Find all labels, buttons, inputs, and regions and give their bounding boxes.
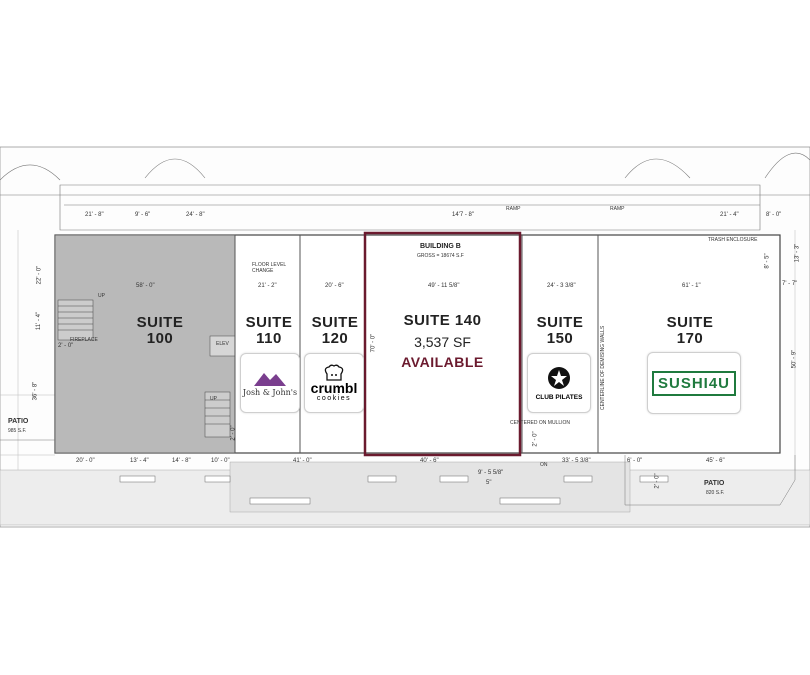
- suite-140-label[interactable]: SUITE 140 3,537 SF AVAILABLE: [370, 312, 515, 371]
- dim-2: 9' - 6": [135, 212, 151, 218]
- suite-100-number: 100: [146, 330, 174, 347]
- suite-140-status: AVAILABLE: [401, 354, 484, 370]
- demising-walls: [234, 235, 599, 453]
- johns-text: John's: [272, 387, 298, 397]
- dim-10: 49' - 11 5/8": [428, 283, 460, 289]
- sushi-text: SUSHI4U: [651, 370, 737, 396]
- dim-29: 6' - 0": [627, 458, 643, 464]
- dim-11: 24' - 3 3/8": [547, 283, 576, 289]
- suite-100-title: SUITE: [136, 314, 184, 331]
- amp-text: &: [262, 387, 270, 397]
- ramp-label-1: RAMP: [506, 206, 521, 212]
- chef-hat-icon: [324, 364, 344, 381]
- dim-14: 22' - 0": [36, 265, 43, 285]
- dim-3: 24' - 8": [186, 212, 205, 218]
- dim-4: 14'7 - 8": [452, 212, 474, 218]
- dim-7: 58' - 0": [136, 283, 155, 289]
- cookies-text: cookies: [316, 395, 352, 402]
- club-pilates-text: CLUB PILATES: [535, 393, 583, 401]
- demising-label: CENTERLINE OF DEMISING WALLS: [600, 325, 606, 410]
- suite-170-title: SUITE: [666, 314, 714, 331]
- suite-120-title: SUITE: [311, 314, 359, 331]
- suite-150-label: SUITE 150: [525, 315, 595, 347]
- patio-left-label: PATIO: [8, 418, 29, 425]
- fireplace-label: FIREPLACE: [70, 337, 98, 343]
- dim-19: 2' - 0": [230, 425, 237, 441]
- dim-22: 13' - 4": [130, 458, 149, 464]
- up-label-1: UP: [98, 293, 105, 299]
- dim-6: 8' - 0": [766, 212, 782, 218]
- dim-9: 20' - 6": [325, 283, 344, 289]
- building-title: BUILDING B: [420, 243, 461, 250]
- dim-32: 50' - 9": [791, 349, 798, 369]
- suite-150-number: 150: [546, 330, 574, 347]
- stairs: [57, 299, 236, 438]
- suite-120-label: SUITE 120: [304, 315, 366, 347]
- dim-18: 70' - 0": [370, 333, 377, 353]
- building-gross: GROSS = 18674 S.F: [417, 253, 464, 259]
- dim-15: 11' - 4": [36, 311, 43, 331]
- storefront-windows: [119, 475, 669, 505]
- crumbl-text: crumbl: [310, 380, 358, 396]
- patio-left-sf: 985 S.F.: [8, 428, 27, 434]
- dim-24: 10' - 0": [211, 458, 230, 464]
- mountain-icon: [254, 372, 286, 386]
- patio-right-sf: 820 S.F.: [706, 490, 725, 496]
- trash-label: TRASH ENCLOSURE: [708, 237, 758, 243]
- suite-110-title: SUITE: [245, 314, 293, 331]
- dim-35: 5": [486, 480, 492, 486]
- dim-5: 21' - 4": [720, 212, 739, 218]
- pilates-star-icon: [548, 366, 570, 389]
- on-label: ON: [540, 462, 548, 468]
- crumbl-logo: crumbl cookies: [304, 353, 364, 413]
- sidewalk: [0, 461, 810, 526]
- suite-120-number: 120: [321, 330, 349, 347]
- suite-140-outline: [363, 231, 522, 457]
- patio-right-label: PATIO: [704, 480, 725, 487]
- elev-label: ELEV: [216, 341, 229, 347]
- dim-20: 2' - 0": [532, 431, 539, 447]
- suite-170-label: SUITE 170: [650, 315, 730, 347]
- suite-100-label: SUITE 100: [120, 315, 200, 347]
- dim-31: 2' - 0": [654, 473, 661, 489]
- centered-label: CENTERED ON MULLION: [510, 420, 571, 426]
- dim-27: 9' - 5 5/8": [478, 470, 504, 476]
- floor-level-change: FLOOR LEVEL CHANGE: [252, 262, 286, 274]
- dim-13: 7' - 7": [782, 281, 798, 287]
- suite-170-number: 170: [676, 330, 704, 347]
- dim-21: 20' - 0": [76, 458, 95, 464]
- dim-1: 21' - 8": [85, 212, 104, 218]
- dim-28: 33' - 5 3/8": [562, 458, 591, 464]
- suite-140-area: 3,537 SF: [414, 334, 471, 350]
- dim-12: 61' - 1": [682, 283, 701, 289]
- dim-25: 41' - 0": [293, 458, 312, 464]
- dim-30: 45' - 6": [706, 458, 725, 464]
- club-pilates-logo: CLUB PILATES: [527, 353, 591, 413]
- ramp-label-2: RAMP: [610, 206, 625, 212]
- dim-17: 36' - 8": [32, 381, 39, 401]
- up-label-2: UP: [210, 396, 217, 402]
- josh-text: Josh: [242, 387, 261, 397]
- dim-34: 8' - 5": [764, 253, 771, 269]
- dim-8: 21' - 2": [258, 283, 277, 289]
- suite-140-title: SUITE 140: [403, 312, 482, 329]
- suite-150-title: SUITE: [536, 314, 584, 331]
- suite-110-label: SUITE 110: [240, 315, 298, 347]
- suite-110-number: 110: [256, 330, 282, 347]
- josh-johns-logo: Josh & John's: [240, 353, 300, 413]
- dim-33: 13' - 3": [794, 243, 801, 263]
- dim-16: 2' - 0": [58, 343, 74, 349]
- sushi-logo: SUSHI4U: [647, 352, 741, 414]
- dim-23: 14' - 8": [172, 458, 191, 464]
- dim-26: 40' - 6": [420, 458, 439, 464]
